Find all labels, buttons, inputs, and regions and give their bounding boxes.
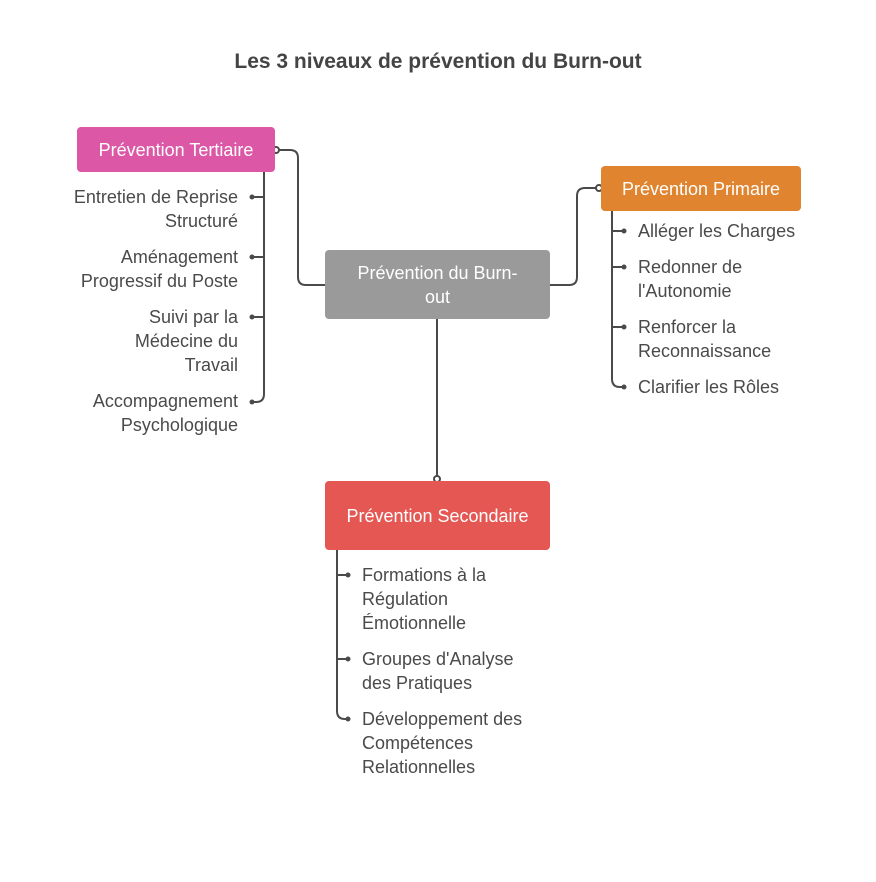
list-item: Formations à la Régulation Émotionnelle — [362, 565, 487, 633]
list-item: Aménagement Progressif du Poste — [80, 247, 238, 291]
list-item: Groupes d'Analyse des Pratiques — [362, 649, 514, 693]
list-line-secondaire — [336, 550, 348, 720]
list-item: Accompagnement Psychologique — [92, 391, 238, 435]
node-prevention-primaire[interactable]: Prévention Primaire — [601, 166, 801, 211]
list-line-primaire — [611, 211, 624, 388]
list-item: Redonner de l'Autonomie — [638, 257, 743, 301]
connector-tertiaire — [276, 149, 325, 286]
list-line-tertiaire — [252, 172, 265, 403]
node-prevention-tertiaire[interactable]: Prévention Tertiaire — [77, 127, 275, 172]
list-item: Clarifier les Rôles — [638, 377, 780, 397]
list-item: Développement des Compétences Relationne… — [362, 709, 523, 777]
node-prevention-secondaire[interactable]: Prévention Secondaire — [325, 481, 550, 550]
list-item: Suivi par la Médecine du Travail — [134, 307, 238, 375]
node-prevention-burnout[interactable]: Prévention du Burn-out — [325, 250, 550, 319]
connector-primaire — [550, 187, 598, 286]
list-item: Alléger les Charges — [638, 221, 796, 241]
list-item: Entretien de Reprise Structuré — [73, 187, 238, 231]
list-item: Renforcer la Reconnaissance — [638, 317, 772, 361]
diagram-title: Les 3 niveaux de prévention du Burn-out — [234, 50, 642, 73]
